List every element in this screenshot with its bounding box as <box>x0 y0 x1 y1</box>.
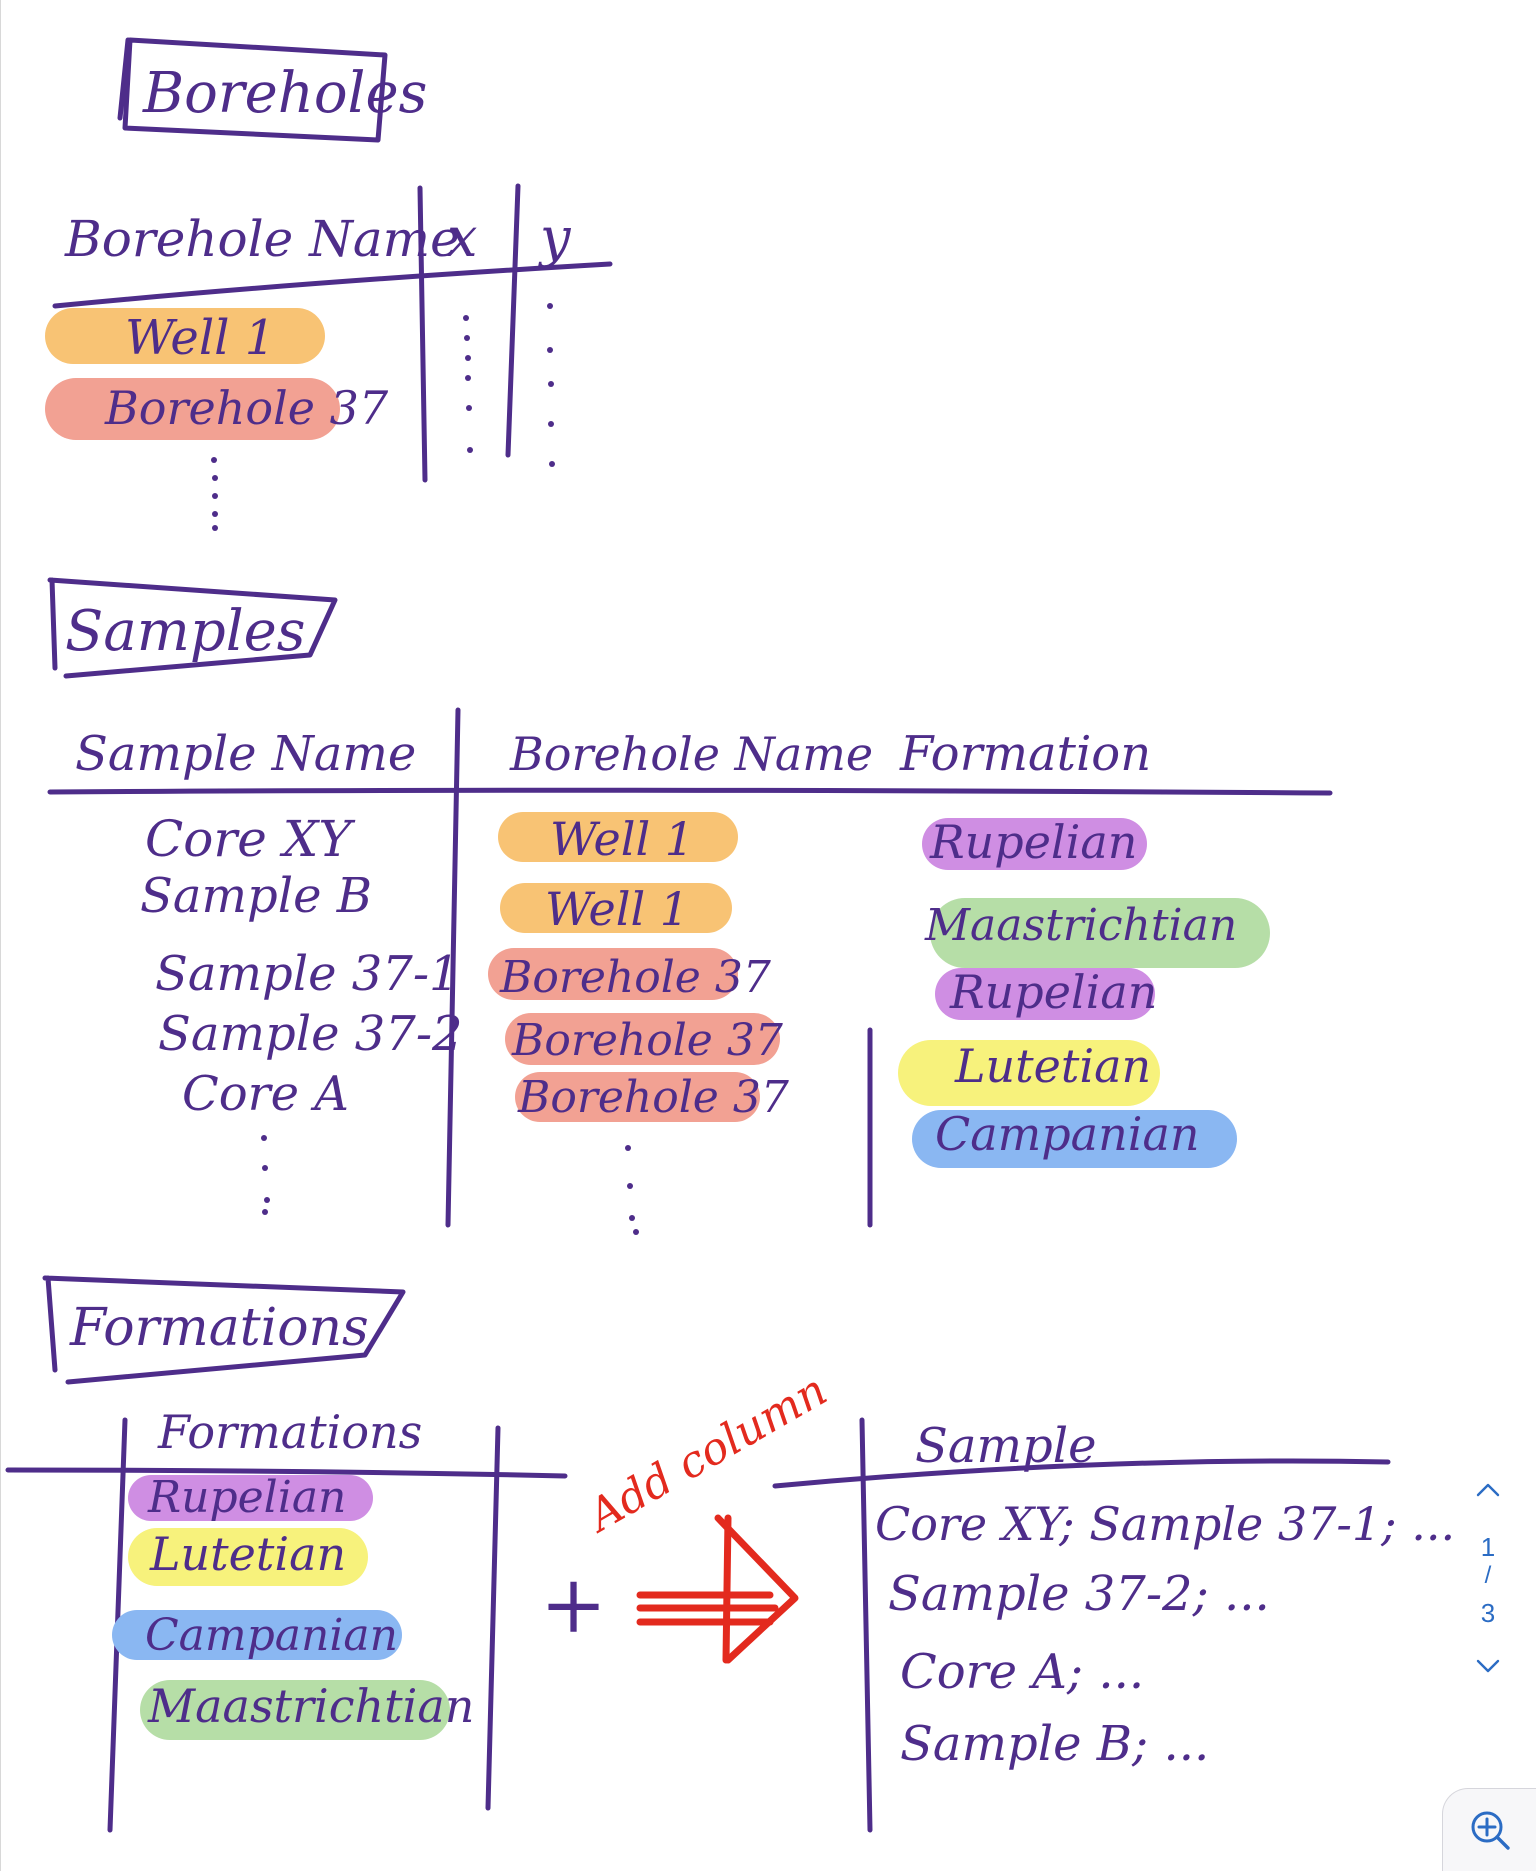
samples-ellipsis-dots <box>261 1135 639 1235</box>
samples-row-2-borehole-highlight <box>500 883 732 933</box>
sample-left-border <box>859 1417 873 1833</box>
add-column-annotation: Add column <box>577 1365 836 1544</box>
sample-row-4: Sample B; ... <box>900 1716 1209 1772</box>
formations-title: Formations <box>69 1298 369 1358</box>
samples-row-4-borehole-highlight <box>505 1013 780 1065</box>
samples-row-5-formation-highlight <box>912 1110 1237 1168</box>
boreholes-row-1-highlight <box>45 308 325 364</box>
samples-row-1-sample: Core XY <box>145 810 355 868</box>
next-page-button[interactable] <box>1466 1646 1510 1686</box>
formations-row-3-highlight <box>112 1610 402 1660</box>
zoom-in-icon <box>1471 1811 1510 1850</box>
samples-col-divider-1 <box>445 707 461 1228</box>
formations-row-1-highlight <box>128 1475 373 1521</box>
boreholes-header-rule <box>52 261 613 309</box>
formations-row-3: Campanian <box>145 1610 398 1661</box>
samples-header-sample-name: Sample Name <box>75 726 416 782</box>
sample-row-2: Sample 37-2; ... <box>888 1566 1270 1622</box>
samples-row-4-formation-highlight <box>898 1040 1160 1106</box>
samples-row-3-borehole: Borehole 37 <box>499 952 771 1003</box>
samples-row-5-sample: Core A <box>182 1066 349 1122</box>
plus-sign: + <box>540 1558 607 1651</box>
samples-row-1-formation-highlight <box>922 818 1147 870</box>
chevron-up-icon <box>1476 1483 1500 1497</box>
total-page-count: 3 <box>1480 1598 1496 1628</box>
boreholes-col-divider-1 <box>417 185 428 483</box>
boreholes-header-y: y <box>538 206 572 269</box>
boreholes-row-1-name: Well 1 <box>125 310 275 366</box>
samples-row-3-sample: Sample 37-1 <box>155 946 460 1002</box>
samples-row-4-borehole: Borehole 37 <box>511 1015 783 1066</box>
formations-header: Formations <box>157 1405 422 1459</box>
boreholes-row-2-highlight <box>45 378 340 440</box>
samples-row-1-borehole-highlight <box>498 812 738 862</box>
samples-row-2-formation-highlight <box>930 898 1270 968</box>
samples-row-1-borehole: Well 1 <box>550 812 694 866</box>
boreholes-col-divider-2 <box>505 183 521 458</box>
formations-row-2: Lutetian <box>149 1527 346 1581</box>
page-navigator: 1 / 3 <box>1466 1470 1510 1710</box>
samples-row-2-sample: Sample B <box>140 868 372 924</box>
page-separator: / <box>1484 1562 1492 1589</box>
boreholes-header-x: x <box>447 206 477 269</box>
samples-row-3-borehole-highlight <box>488 948 738 1000</box>
current-page-number: 1 <box>1480 1532 1496 1562</box>
formations-right-border <box>485 1425 501 1811</box>
samples-row-4-formation: Lutetian <box>954 1039 1151 1093</box>
formations-row-4: Maastrichtian <box>147 1679 474 1733</box>
samples-row-3-formation-highlight <box>935 968 1155 1020</box>
samples-row-2-formation: Maastrichtian <box>924 900 1237 951</box>
samples-row-1-formation: Rupelian <box>929 815 1137 869</box>
boreholes-ellipsis-dots <box>211 303 555 531</box>
samples-row-5-formation: Campanian <box>935 1107 1200 1161</box>
samples-row-5-borehole-highlight <box>515 1072 760 1122</box>
page-left-border <box>0 0 1 1871</box>
boreholes-title: Boreholes <box>142 61 427 126</box>
boreholes-title-box <box>117 37 388 143</box>
sample-row-1: Core XY; Sample 37-1; ... <box>875 1497 1455 1551</box>
boreholes-row-2-name: Borehole 37 <box>104 381 389 435</box>
samples-title-box <box>47 577 338 679</box>
samples-section: Samples Sample Name Borehole Name Format… <box>47 577 1333 1235</box>
chevron-down-icon <box>1476 1659 1500 1673</box>
samples-title: Samples <box>65 599 306 664</box>
formations-section: Formations Formations Rupelian Lutetian … <box>5 1275 1455 1833</box>
boreholes-section: Boreholes Borehole Name x y Well 1 Boreh… <box>45 37 613 531</box>
formations-row-1: Rupelian <box>147 1472 346 1523</box>
samples-row-2-borehole: Well 1 <box>545 882 689 936</box>
samples-header-formation: Formation <box>899 726 1151 782</box>
add-column-arrow <box>636 1514 799 1664</box>
formations-row-4-highlight <box>140 1680 450 1740</box>
samples-row-5-borehole: Borehole 37 <box>517 1072 789 1123</box>
zoom-in-button[interactable] <box>1442 1788 1536 1871</box>
samples-header-rule <box>47 787 1333 796</box>
samples-header-borehole-name: Borehole Name <box>509 727 873 781</box>
boreholes-header-name: Borehole Name <box>64 210 460 268</box>
sample-row-3: Core A; ... <box>900 1644 1144 1700</box>
formations-header-rule <box>5 1467 568 1479</box>
samples-row-3-formation: Rupelian <box>949 965 1157 1019</box>
previous-page-button[interactable] <box>1466 1470 1510 1510</box>
formations-row-2-highlight <box>128 1528 368 1586</box>
sample-header: Sample <box>915 1418 1097 1474</box>
formations-title-box <box>42 1275 406 1385</box>
samples-row-4-sample: Sample 37-2 <box>158 1006 463 1062</box>
